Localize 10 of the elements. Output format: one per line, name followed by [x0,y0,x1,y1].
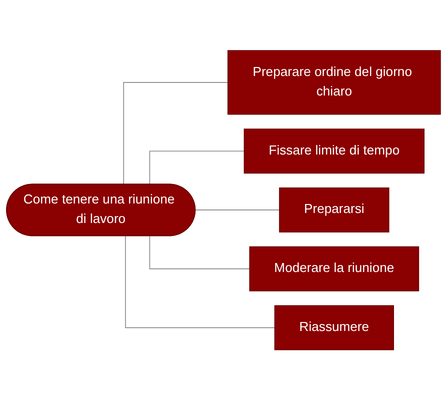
connector [125,236,276,328]
node-box: Moderare la riunione [249,246,420,292]
connector [149,150,245,185]
connector [123,82,228,185]
node-box: Fissare limite di tempo [244,128,425,174]
connector [149,236,250,270]
connector [195,209,280,211]
node-box: Preparare ordine del giorno chiaro [227,50,441,115]
node-box: Riassumere [274,305,394,350]
node-box: Prepararsi [279,187,390,232]
